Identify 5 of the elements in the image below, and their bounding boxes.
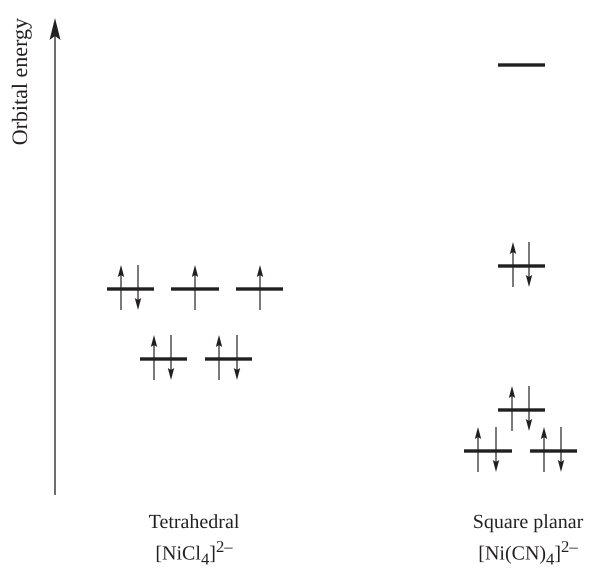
geometry-label: Square planar <box>472 510 584 534</box>
axis-label: Orbital energy <box>8 18 32 146</box>
geometry-label: Tetrahedral <box>148 510 240 534</box>
formula-label: [Ni(CN)$_{4}$]$^{2–}$ <box>478 536 578 571</box>
formula-label: [NiCl$_{4}$]$^{2–}$ <box>155 536 233 571</box>
